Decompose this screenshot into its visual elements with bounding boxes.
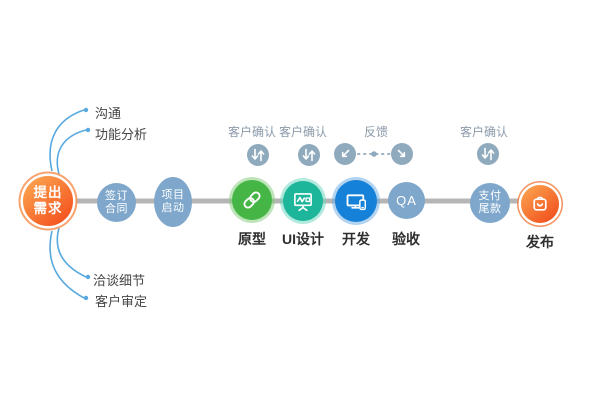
- annotation-label-client-confirm-3: 客户确认: [459, 125, 509, 139]
- annotation-label-client-confirm-2: 客户确认: [278, 125, 328, 139]
- monitor-phone-icon: [346, 193, 366, 210]
- chain-link-icon: [243, 191, 261, 209]
- feedback-middle-dot: [371, 151, 377, 157]
- node-qa-label: QA: [396, 192, 417, 208]
- annotation-label-feedback: 反馈: [363, 125, 389, 139]
- node-raise-requirements-label: 提出 需求: [33, 185, 63, 216]
- stage-label-ui-design: UI设计: [282, 231, 324, 247]
- annotation-label-client-confirm-1: 客户确认: [227, 125, 277, 139]
- stage-label-release: 发布: [526, 234, 554, 250]
- node-prototype: [232, 180, 272, 220]
- node-final-payment: 支付 尾款: [470, 183, 510, 223]
- node-release: [521, 185, 559, 223]
- branch-endpoint-dots: [83, 107, 91, 301]
- branch-label-communication: 沟通: [95, 106, 122, 121]
- branch-curve-communication: [49, 109, 85, 172]
- branch-label-negotiate-details: 洽谈细节: [93, 273, 146, 288]
- branch-curve-analysis: [56, 129, 87, 175]
- branch-label-function-analysis: 功能分析: [95, 127, 148, 142]
- swap-arrows-icon: [298, 144, 320, 166]
- design-board-icon: [294, 193, 312, 212]
- app-store-bag-icon: [533, 196, 547, 211]
- node-final-payment-label: 支付 尾款: [478, 190, 502, 215]
- node-development: [335, 180, 377, 222]
- branch-curve-approval: [49, 230, 85, 299]
- swap-arrows-icon: [247, 144, 269, 166]
- arrow-down-right-icon: [391, 143, 413, 165]
- node-raise-requirements: 提出 需求: [23, 176, 73, 226]
- swap-arrows-icon: [477, 143, 499, 165]
- stage-label-development: 开发: [342, 231, 370, 247]
- arrow-down-left-icon: [334, 143, 356, 165]
- stage-label-prototype: 原型: [238, 231, 266, 247]
- branch-label-client-approval: 客户审定: [95, 294, 148, 309]
- node-sign-contract-label: 签订 合同: [105, 189, 128, 215]
- node-project-kickoff-label: 项目 启动: [161, 189, 185, 214]
- node-sign-contract: 签订 合同: [97, 183, 136, 222]
- branch-curve-details: [56, 227, 87, 278]
- stage-label-acceptance: 验收: [392, 231, 420, 247]
- node-ui-design: [283, 181, 323, 221]
- node-qa: QA: [388, 182, 425, 219]
- branch-curves: [49, 109, 87, 299]
- node-project-kickoff: 项目 启动: [154, 177, 192, 227]
